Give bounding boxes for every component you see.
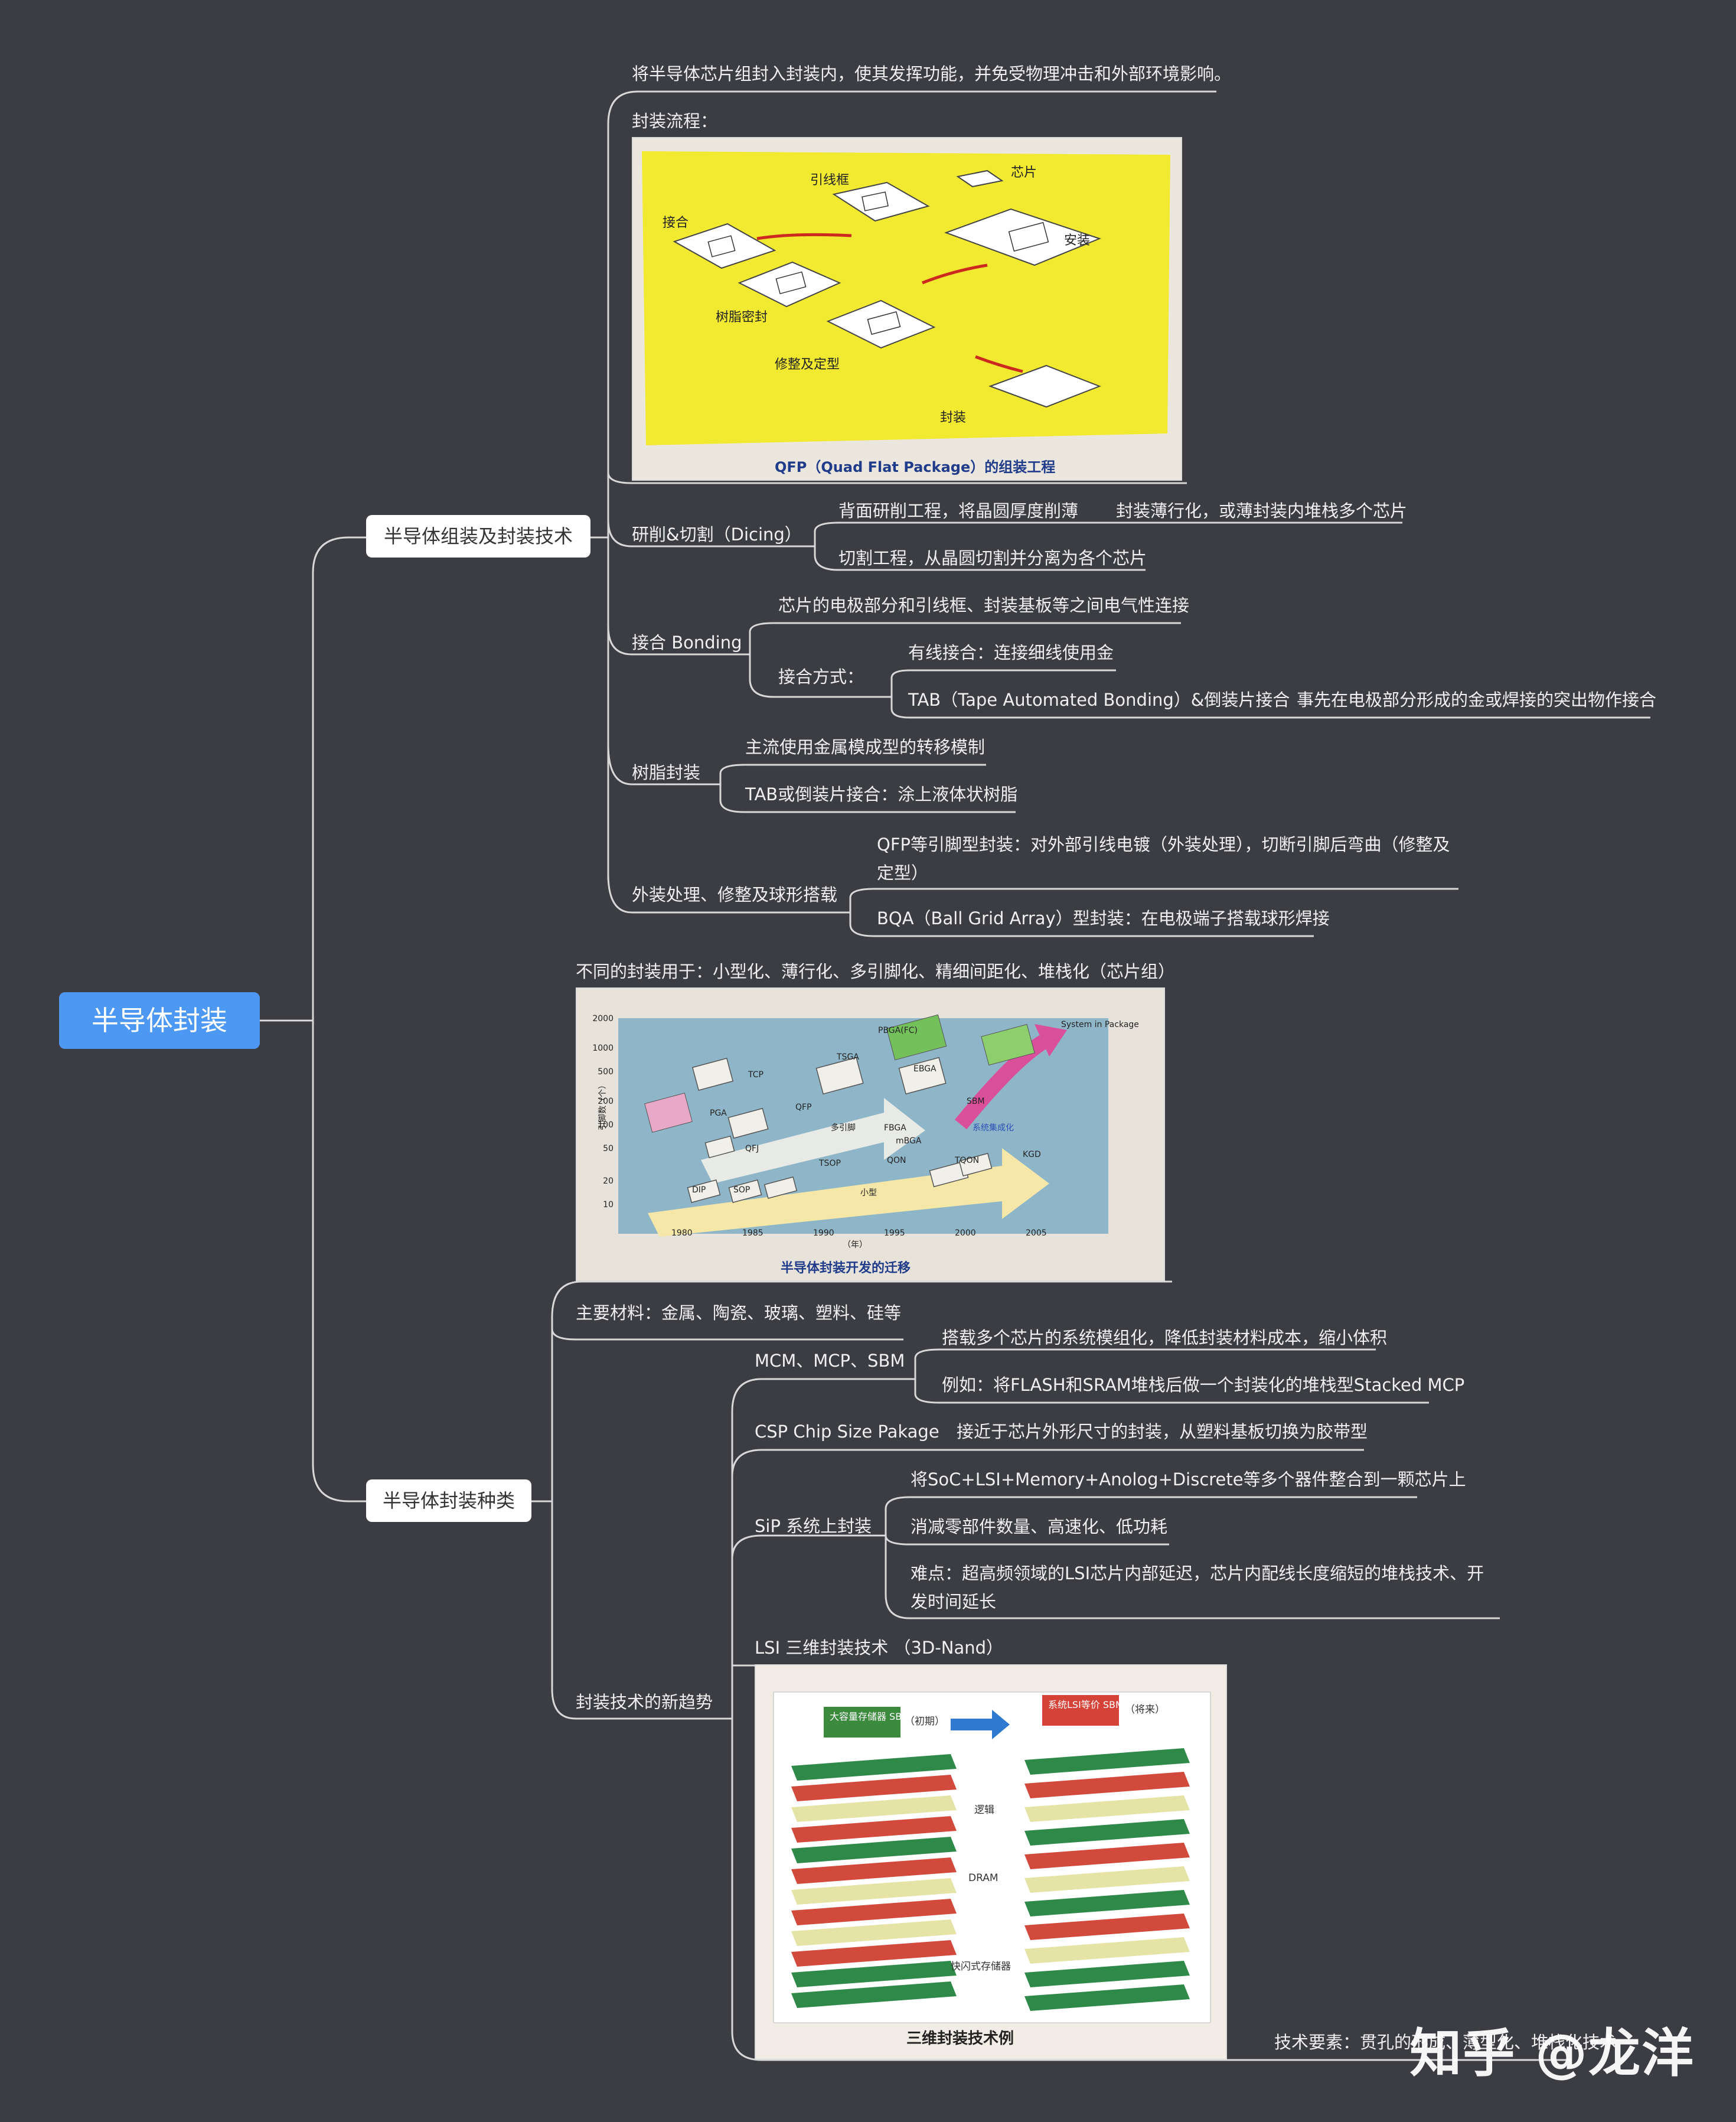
resin-main: 主流使用金属模成型的转移模制 bbox=[745, 737, 986, 757]
bonding-label: 接合 Bonding bbox=[632, 633, 742, 653]
finish-bga: BQA（Ball Grid Array）型封装：在电极端子搭载球形焊接 bbox=[877, 908, 1330, 928]
3d-label-flash: 快闪式存储器 bbox=[951, 1961, 1011, 1973]
evo-xtick-5: 2005 bbox=[1026, 1228, 1047, 1238]
3d-label-dram: DRAM bbox=[968, 1872, 998, 1884]
evo-label-pbga: PBGA(FC) bbox=[878, 1026, 918, 1035]
flow-label-bonding: 接合 bbox=[663, 216, 688, 230]
evo-ylabel: 引脚数（个） bbox=[598, 1081, 608, 1130]
3d-package-image: 大容量存储器 SBM 系统LSI等价 SBM （初期） （将来） 逻辑 DRAM… bbox=[755, 1664, 1227, 2060]
sip-b: 消减零部件数量、高速化、低功耗 bbox=[911, 1517, 1168, 1537]
evo-label-tqon: TQON bbox=[954, 1156, 979, 1165]
evo-label-tsop: TSOP bbox=[818, 1159, 841, 1168]
sip-a: 将SoC+LSI+Memory+Anolog+Discrete等多个器件整合到一… bbox=[911, 1469, 1466, 1489]
root-node[interactable]: 半导体封装 bbox=[59, 992, 260, 1049]
evo-label-pga: PGA bbox=[710, 1109, 727, 1118]
evo-ytick-0: 2000 bbox=[592, 1014, 614, 1023]
evo-ytick-4: 100 bbox=[598, 1120, 614, 1130]
evo-label-tcp: TCP bbox=[748, 1070, 763, 1080]
evo-label-kgd: KGD bbox=[1023, 1150, 1041, 1159]
evo-xtick-1: 1985 bbox=[742, 1228, 763, 1238]
intro-text: 将半导体芯片组封入封装内，使其发挥功能，并免受物理冲击和外部环境影响。 bbox=[632, 64, 1232, 84]
evo-ytick-3: 200 bbox=[598, 1097, 614, 1106]
bonding-tab: TAB（Tape Automated Bonding）&倒装片接合 bbox=[908, 690, 1290, 710]
dicing-back-grind: 背面研削工程，将晶圆厚度削薄 bbox=[838, 501, 1079, 521]
dicing-label: 研削&切割（Dicing） bbox=[632, 524, 802, 545]
evo-ytick-6: 20 bbox=[603, 1176, 614, 1186]
evo-label-small: 小型 bbox=[860, 1188, 877, 1198]
qfp-flow-image: 引线框 芯片 接合 安装 树脂密封 修整及定型 封装 QFP（Quad Flat… bbox=[632, 137, 1182, 481]
flow-image-caption: QFP（Quad Flat Package）的组装工程 bbox=[775, 459, 1055, 475]
evo-label-mbga: mBGA bbox=[896, 1136, 922, 1146]
trends-label: 封装技术的新趋势 bbox=[576, 1692, 713, 1712]
flow-label-mount: 安装 bbox=[1064, 233, 1090, 248]
mcm-b: 例如：将FLASH和SRAM堆栈后做一个封装化的堆栈型Stacked MCP bbox=[942, 1375, 1465, 1395]
lsi3d-label: LSI 三维封装技术 （3D-Nand） bbox=[755, 1638, 1004, 1658]
flow-label-trim: 修整及定型 bbox=[775, 357, 840, 372]
branch-package-types[interactable]: 半导体封装种类 bbox=[366, 1479, 531, 1522]
evo-ytick-1: 1000 bbox=[592, 1044, 614, 1053]
csp-label: CSP Chip Size Pakage bbox=[755, 1422, 939, 1442]
bonding-method-label: 接合方式： bbox=[778, 667, 864, 687]
evo-label-dip: DIP bbox=[692, 1185, 706, 1195]
evo-xtick-0: 1980 bbox=[671, 1228, 693, 1238]
evo-label-qfp: QFP bbox=[795, 1103, 812, 1112]
resin-tab: TAB或倒装片接合：涂上液体状树脂 bbox=[745, 784, 1018, 804]
package-uses: 不同的封装用于：小型化、薄行化、多引脚化、精细间距化、堆栈化（芯片组） bbox=[576, 961, 1176, 982]
flow-label: 封装流程： bbox=[632, 111, 718, 131]
bonding-tab-detail: 事先在电极部分形成的金或焊接的突出物作接合 bbox=[1297, 690, 1657, 710]
mcm-a: 搭载多个芯片的系统模组化，降低封装材料成本，缩小体积 bbox=[942, 1328, 1388, 1348]
evo-label-multipin: 多引脚 bbox=[831, 1123, 856, 1133]
mcm-label: MCM、MCP、SBM bbox=[755, 1351, 905, 1371]
evo-xtick-3: 1995 bbox=[884, 1228, 905, 1238]
evo-xtick-4: 2000 bbox=[955, 1228, 976, 1238]
dicing-cut: 切割工程，从晶圆切割并分离为各个芯片 bbox=[838, 548, 1147, 568]
evo-xlabel: （年） bbox=[843, 1240, 867, 1250]
flow-label-package: 封装 bbox=[940, 410, 966, 425]
evo-label-sip: System in Package bbox=[1061, 1020, 1139, 1029]
evo-xtick-2: 1990 bbox=[813, 1228, 834, 1238]
evo-label-qfj: QFJ bbox=[745, 1144, 759, 1153]
package-evolution-image: 2000 1000 500 200 100 50 20 10 1980 1985… bbox=[576, 987, 1165, 1282]
evo-label-tsga: TSGA bbox=[836, 1052, 859, 1062]
sip-label: SiP 系统上封装 bbox=[755, 1516, 872, 1536]
lsi3d-tech: 技术要素：贯孔的形成、薄型化、堆栈化技术 bbox=[1274, 2032, 1617, 2052]
flow-label-resin: 树脂密封 bbox=[716, 310, 768, 325]
evo-label-fbga: FBGA bbox=[884, 1123, 906, 1133]
evo-ytick-2: 500 bbox=[598, 1067, 614, 1077]
evo-label-ebga: EBGA bbox=[913, 1064, 936, 1074]
evo-ytick-7: 10 bbox=[603, 1200, 614, 1210]
finish-qfp: QFP等引脚型封装：对外部引线电镀（外装处理），切断引脚后弯曲（修整及定型） bbox=[877, 835, 1450, 883]
branch-assembly-packaging[interactable]: 半导体组装及封装技术 bbox=[366, 515, 590, 558]
evo-ytick-5: 50 bbox=[603, 1144, 614, 1153]
flow-label-leadframe: 引线框 bbox=[810, 173, 849, 188]
materials-text: 主要材料：金属、陶瓷、玻璃、塑料、硅等 bbox=[576, 1303, 902, 1323]
evo-label-sop: SOP bbox=[733, 1185, 750, 1195]
bonding-wire: 有线接合：连接细线使用金 bbox=[908, 643, 1114, 663]
evo-label-sbm: SBM bbox=[967, 1097, 985, 1106]
3d-left-title: 大容量存储器 SBM bbox=[830, 1711, 910, 1722]
csp-a: 接近于芯片外形尺寸的封装，从塑料基板切换为胶带型 bbox=[957, 1422, 1368, 1442]
flow-label-chip: 芯片 bbox=[1011, 165, 1037, 180]
watermark: 知乎 @龙洋 bbox=[1409, 2023, 1695, 2084]
dicing-thin: 封装薄行化，或薄封装内堆栈多个芯片 bbox=[1116, 501, 1408, 521]
3d-left-note: （初期） bbox=[905, 1716, 945, 1727]
bonding-desc: 芯片的电极部分和引线框、封装基板等之间电气性连接 bbox=[778, 595, 1190, 615]
finish-label: 外装处理、修整及球形搭载 bbox=[632, 885, 838, 905]
evo-image-caption: 半导体封装开发的迁移 bbox=[781, 1260, 911, 1276]
evo-label-integration: 系统集成化 bbox=[973, 1123, 1014, 1133]
3d-right-note: （将来） bbox=[1125, 1704, 1165, 1716]
evo-label-qon: QON bbox=[887, 1156, 906, 1165]
3d-image-caption: 三维封装技术例 bbox=[906, 2029, 1014, 2048]
3d-right-title: 系统LSI等价 SBM bbox=[1048, 1699, 1124, 1710]
sip-c: 难点：超高频领域的LSI芯片内部延迟，芯片内配线长度缩短的堆栈技术、开发时间延长 bbox=[911, 1563, 1484, 1612]
resin-label: 树脂封装 bbox=[632, 762, 701, 783]
3d-label-logic: 逻辑 bbox=[974, 1804, 994, 1816]
